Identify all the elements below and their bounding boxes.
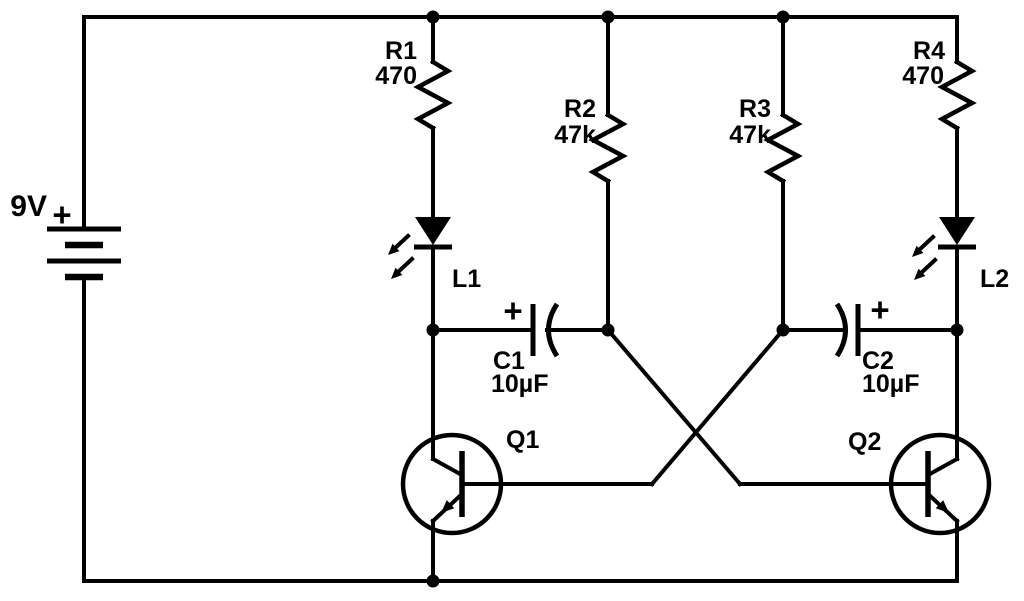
l2-led-triangle: [939, 217, 975, 245]
r2-resistor-symbol: [588, 111, 628, 185]
c2-designator: C2: [862, 347, 894, 375]
capacitor-c2: + C2 10µF: [781, 291, 959, 398]
led-l1: L1: [388, 217, 481, 332]
l1-emission-arrowhead-1: [388, 243, 400, 255]
q2-designator: Q2: [848, 428, 881, 456]
l1-led-triangle: [415, 217, 451, 245]
r1-resistor-symbol: [413, 58, 453, 132]
resistor-r1: R1 470: [375, 15, 453, 221]
r4-value: 470: [902, 62, 944, 90]
r3-value: 47k: [729, 121, 771, 149]
r3-designator: R3: [739, 95, 771, 123]
r2-value: 47k: [554, 121, 596, 149]
c1-value: 10µF: [491, 370, 548, 398]
r4-designator: R4: [913, 37, 945, 65]
l2-emission-arrow-2: [917, 257, 938, 277]
l2-emission-arrowhead-1: [912, 245, 924, 257]
battery-plus-sign: +: [52, 196, 71, 233]
resistor-r4: R4 470: [902, 15, 977, 221]
junction-dot-r3-c2: [776, 323, 790, 337]
r2-designator: R2: [564, 95, 596, 123]
l1-designator: L1: [452, 265, 481, 293]
r1-designator: R1: [385, 37, 417, 65]
battery-label: 9V: [10, 190, 47, 223]
resistor-r3: R3 47k: [729, 15, 803, 332]
l1-emission-arrow-2: [394, 256, 415, 276]
l2-designator: L2: [980, 265, 1009, 293]
c1-plus-sign: +: [503, 292, 522, 329]
transistor-q2: Q2: [738, 328, 992, 583]
battery-9v: 9V +: [10, 15, 121, 583]
resistor-r2: R2 47k: [554, 15, 628, 332]
c2-plus-sign: +: [870, 291, 889, 328]
r1-value: 470: [375, 62, 417, 90]
led-l2: L2: [912, 217, 1009, 332]
q1-emitter-arrowhead: [441, 500, 455, 513]
cross-wire-q1base-to-r3: [649, 327, 786, 487]
l2-emission-arrowhead-2: [914, 268, 926, 280]
q2-emitter-arrowhead: [935, 500, 949, 513]
junction-dot-top-r3: [776, 10, 790, 24]
junction-dot-r2-c1: [601, 323, 615, 337]
q1-collector-lead: [430, 456, 465, 478]
c1-designator: C1: [493, 347, 525, 375]
r4-resistor-symbol: [937, 58, 977, 132]
capacitor-c1: + C1 10µF: [431, 292, 610, 398]
junction-dot-l1-c1: [426, 323, 440, 337]
r3-resistor-symbol: [763, 111, 803, 185]
l1-emission-arrowhead-2: [391, 267, 403, 279]
transistor-q1: Q1: [400, 328, 654, 583]
q2-collector-lead: [925, 456, 960, 478]
cross-wire-q2base-to-r2: [605, 327, 743, 487]
junction-dot-l2-c2: [950, 323, 964, 337]
junction-dot-top-r2: [601, 10, 615, 24]
l1-emission-arrow-1: [391, 233, 411, 252]
l2-emission-arrow-1: [915, 234, 936, 254]
junction-dot-top-r1: [426, 10, 440, 24]
c2-value: 10µF: [862, 370, 919, 398]
c2-negative-plate: [834, 302, 848, 358]
junction-dot-bottom-q1: [426, 574, 440, 588]
q1-designator: Q1: [506, 426, 539, 454]
